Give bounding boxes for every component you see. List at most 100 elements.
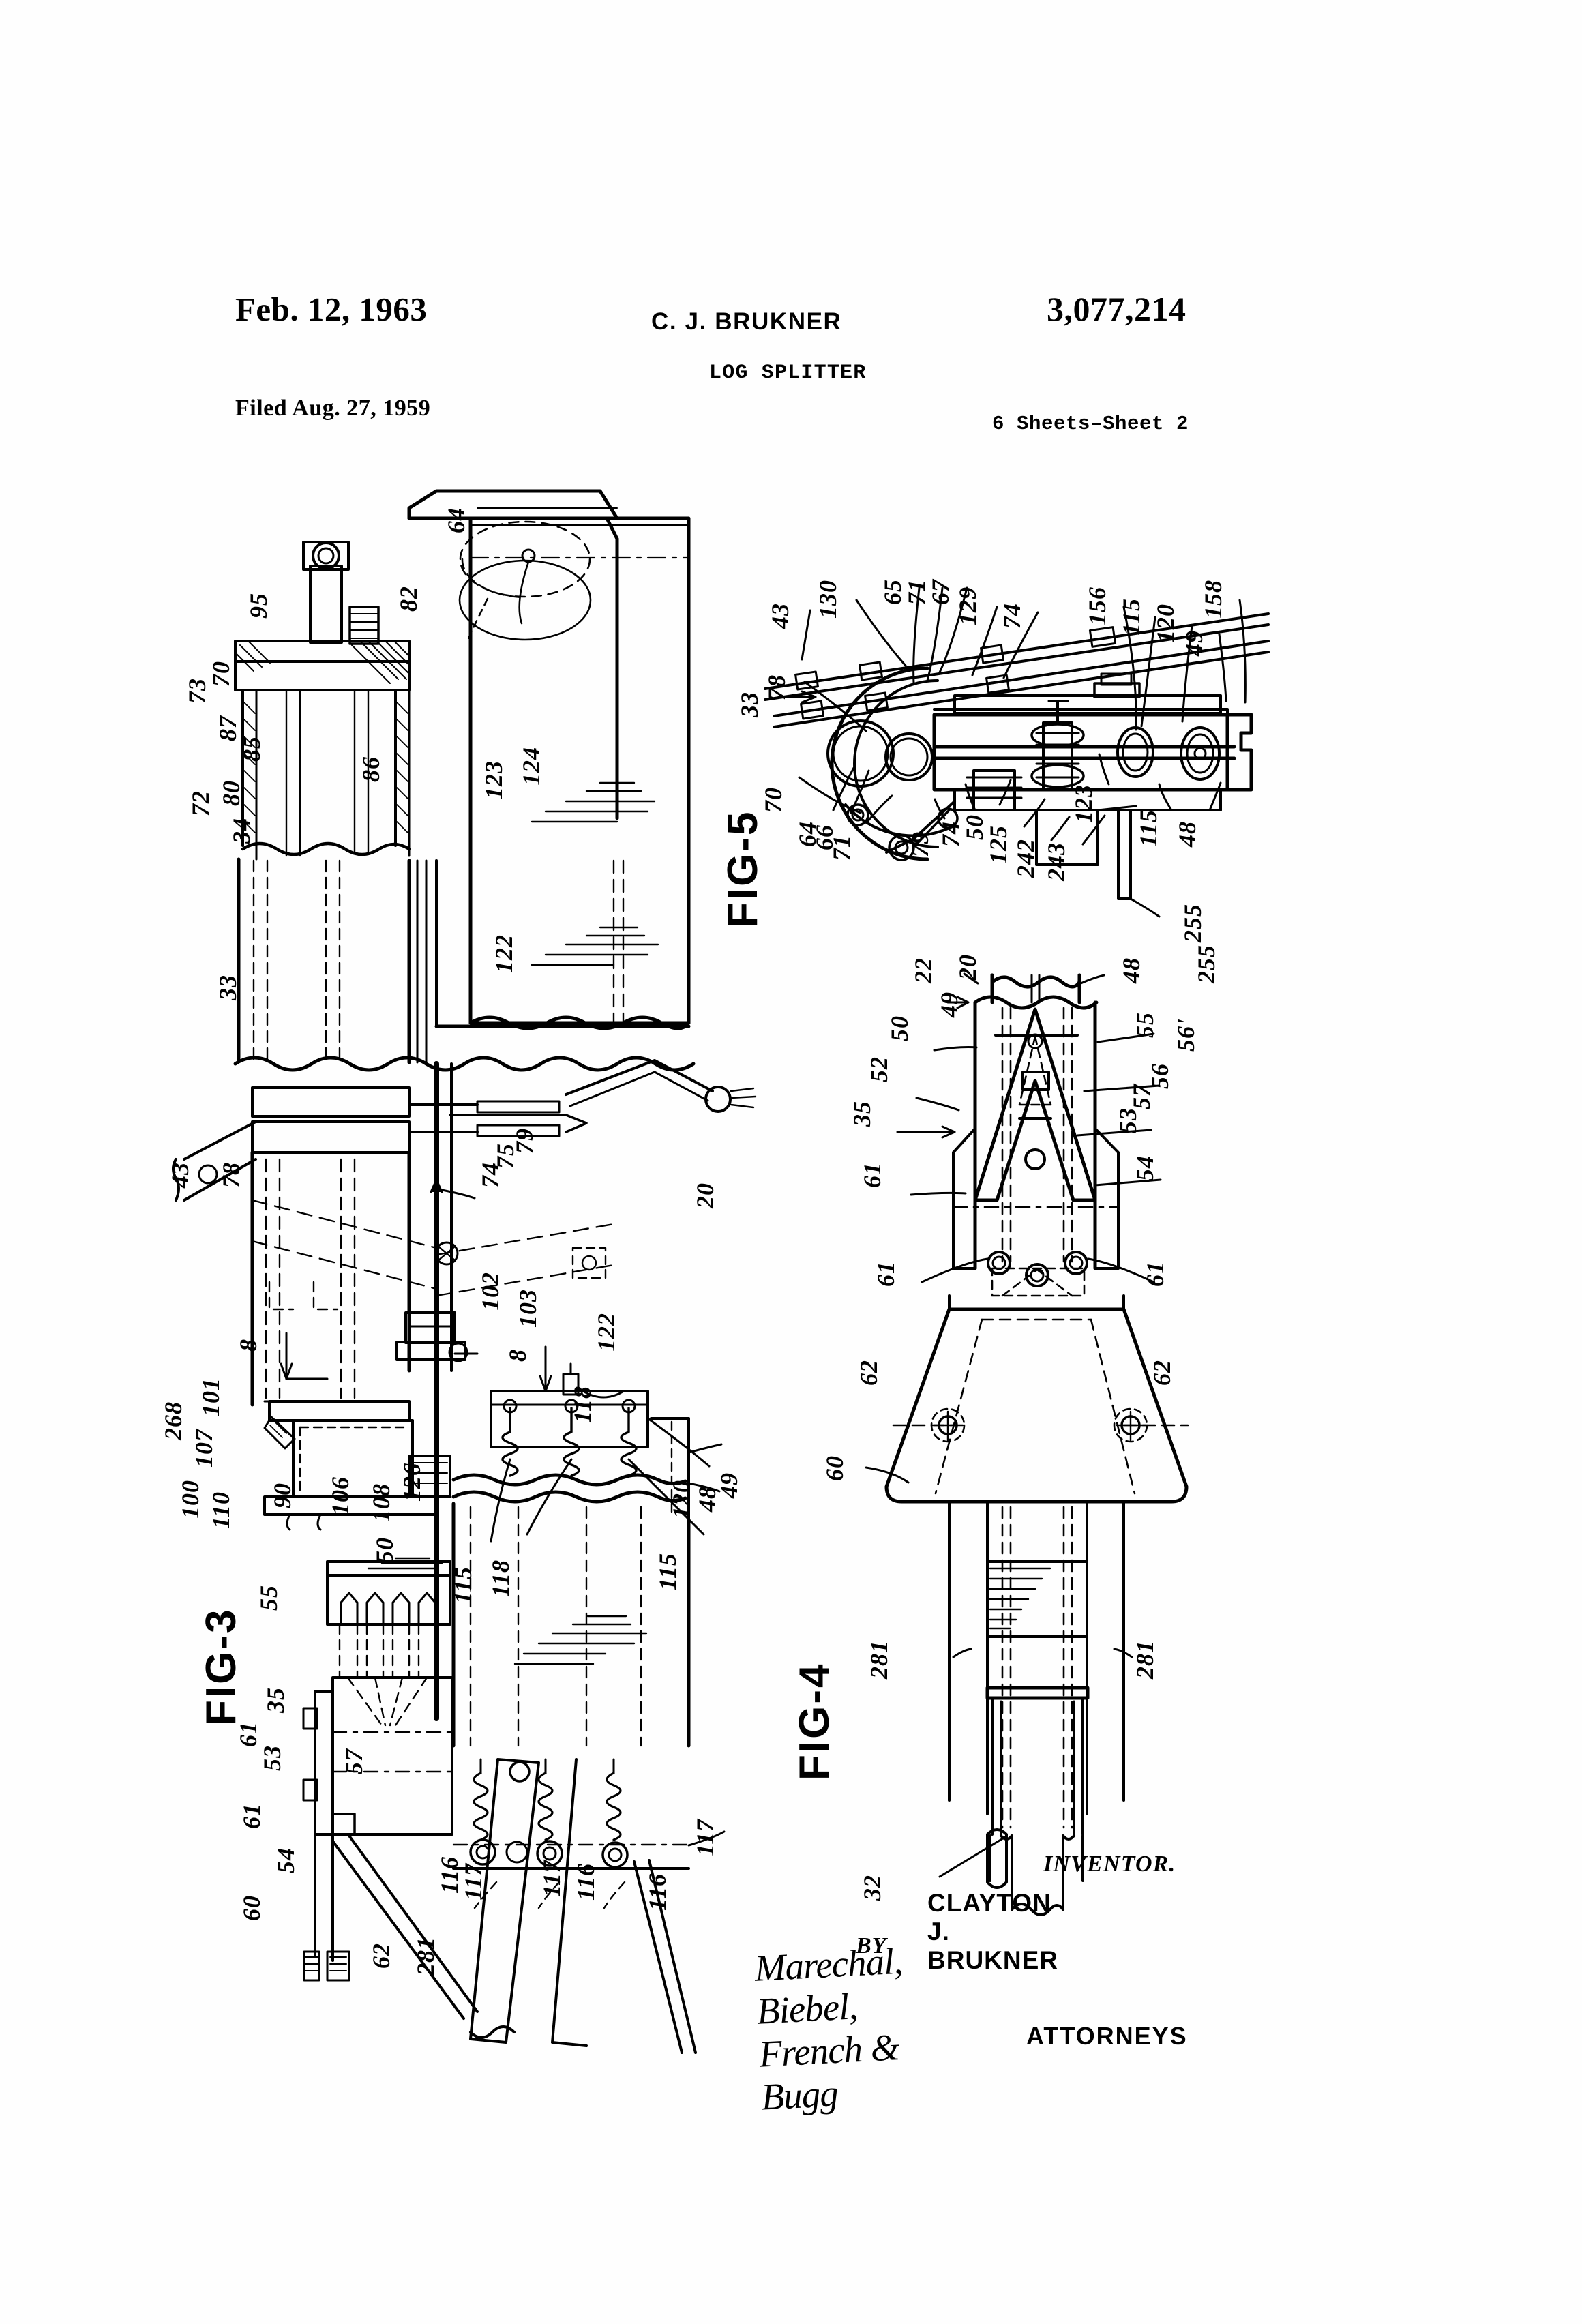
ref-numeral-33: 33 (214, 974, 241, 1000)
figure-5-drawing (764, 586, 1270, 918)
inventor-surname: C. J. BRUKNER (651, 308, 842, 335)
ref-numeral-116: 116 (572, 1862, 599, 1901)
figure-label-fig4: FIG-4 (791, 1662, 838, 1781)
ref-numeral-70: 70 (207, 661, 235, 687)
ref-numeral-43: 43 (166, 1162, 194, 1188)
ref-numeral-61: 61 (238, 1803, 265, 1829)
ref-numeral-8: 8 (235, 1339, 262, 1352)
ref-numeral-124: 124 (518, 747, 545, 786)
ref-numeral-57: 57 (1128, 1084, 1155, 1109)
ref-numeral-115: 115 (1118, 597, 1145, 636)
inventor-full-name: CLAYTON J. BRUKNER (927, 1889, 1058, 1974)
ref-numeral-255: 255 (1179, 904, 1206, 942)
ref-numeral-55: 55 (1131, 1012, 1159, 1038)
ref-numeral-20: 20 (691, 1182, 719, 1208)
ref-numeral-281: 281 (1131, 1640, 1159, 1679)
ref-numeral-120: 120 (668, 1480, 695, 1519)
ref-numeral-64: 64 (443, 507, 470, 533)
ref-numeral-110: 110 (207, 1491, 235, 1529)
ref-numeral-281: 281 (865, 1640, 893, 1679)
ref-numeral-78: 78 (763, 674, 790, 700)
sheet-count: 6 Sheets–Sheet 2 (992, 413, 1189, 435)
ref-numeral-101: 101 (197, 1377, 224, 1416)
ref-numeral-50: 50 (886, 1015, 913, 1041)
ref-numeral-122: 122 (593, 1313, 620, 1352)
ref-numeral-62: 62 (368, 1943, 395, 1969)
ref-numeral-60: 60 (238, 1895, 265, 1921)
ref-numeral-82: 82 (395, 586, 422, 612)
ref-numeral-22: 22 (910, 957, 937, 983)
ref-numeral-56': 56' (1172, 1017, 1199, 1052)
attorneys-label: ATTORNEYS (1026, 2022, 1188, 2050)
ref-numeral-85: 85 (238, 736, 265, 762)
ref-numeral-115: 115 (449, 1566, 477, 1604)
ref-numeral-72: 72 (187, 790, 214, 816)
ref-numeral-90: 90 (269, 1483, 296, 1508)
ref-numeral-54: 54 (1131, 1155, 1159, 1181)
ref-numeral-156: 156 (1084, 586, 1111, 625)
ref-numeral-123: 123 (1070, 784, 1097, 823)
ref-numeral-55: 55 (255, 1585, 282, 1611)
ref-numeral-108: 108 (368, 1483, 395, 1522)
ref-numeral-61: 61 (235, 1721, 262, 1747)
ref-numeral-115: 115 (1135, 809, 1162, 847)
ref-numeral-158: 158 (1199, 580, 1227, 619)
ref-numeral-49: 49 (936, 992, 963, 1017)
ref-numeral-123: 123 (480, 760, 507, 799)
inventor-label: INVENTOR. (1043, 1851, 1176, 1877)
ref-numeral-129: 129 (954, 586, 981, 625)
ref-numeral-102: 102 (477, 1272, 504, 1311)
ref-numeral-62: 62 (855, 1360, 882, 1386)
ref-numeral-48: 48 (1118, 957, 1145, 983)
ref-numeral-49: 49 (1180, 630, 1208, 656)
ref-numeral-78: 78 (218, 1162, 245, 1188)
ref-numeral-106: 106 (327, 1476, 354, 1515)
ref-numeral-125: 125 (985, 825, 1012, 864)
ref-numeral-126: 126 (398, 1463, 426, 1502)
ref-numeral-116: 116 (644, 1873, 671, 1911)
ref-numeral-107: 107 (190, 1429, 218, 1468)
figure-3-drawing (172, 489, 757, 2054)
ref-numeral-61: 61 (859, 1162, 886, 1188)
ref-numeral-242: 242 (1012, 839, 1039, 878)
ref-numeral-70: 70 (760, 787, 787, 813)
patent-header: Feb. 12, 1963 C. J. BRUKNER LOG SPLITTER… (0, 0, 1582, 477)
ref-numeral-122: 122 (490, 934, 518, 973)
ref-numeral-8: 8 (504, 1349, 531, 1362)
ref-numeral-243: 243 (1043, 842, 1070, 881)
ref-numeral-60: 60 (821, 1455, 848, 1481)
ref-numeral-79: 79 (511, 1128, 538, 1154)
figure-label-fig3: FIG-3 (198, 1607, 245, 1726)
attorney-signature: Marechal, Biebel, French & Bugg (753, 1939, 904, 2118)
ref-numeral-130: 130 (814, 580, 841, 619)
ref-numeral-61: 61 (872, 1261, 899, 1287)
ref-numeral-48: 48 (1174, 821, 1201, 847)
ref-numeral-118: 118 (487, 1559, 514, 1597)
ref-numeral-53: 53 (258, 1745, 286, 1771)
ref-numeral-115: 115 (654, 1552, 681, 1590)
ref-numeral-103: 103 (514, 1289, 541, 1328)
by-label: BY (856, 1933, 887, 1958)
ref-numeral-57: 57 (340, 1748, 368, 1774)
ref-numeral-33: 33 (736, 691, 763, 717)
ref-numeral-100: 100 (177, 1480, 204, 1519)
ref-numeral-53: 53 (1114, 1107, 1141, 1133)
ref-numeral-80: 80 (218, 780, 245, 806)
ref-numeral-34: 34 (228, 818, 255, 844)
ref-numeral-74: 74 (998, 603, 1026, 629)
ref-numeral-62: 62 (1148, 1360, 1176, 1386)
ref-numeral-117: 117 (538, 1859, 565, 1897)
patent-title: LOG SPLITTER (709, 361, 867, 385)
ref-numeral-120: 120 (1152, 604, 1179, 642)
ref-numeral-43: 43 (766, 603, 794, 629)
ref-numeral-79: 79 (906, 831, 934, 857)
ref-numeral-86: 86 (357, 756, 385, 782)
ref-numeral-35: 35 (262, 1687, 289, 1713)
patent-number: 3,077,214 (1047, 290, 1186, 328)
figure-label-fig5: FIG-5 (719, 809, 766, 928)
ref-numeral-71: 71 (828, 835, 855, 861)
ref-numeral-54: 54 (272, 1847, 299, 1873)
